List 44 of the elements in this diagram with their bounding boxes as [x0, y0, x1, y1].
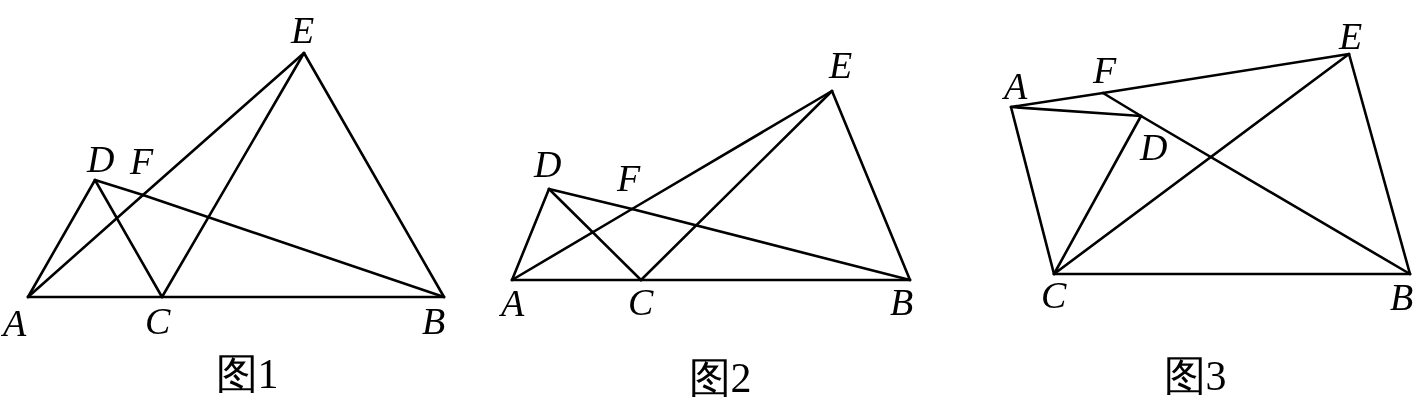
line-segment: [302, 51, 446, 299]
line-segment: [141, 193, 446, 299]
line-segment: [1009, 105, 1056, 276]
line-segment: [510, 187, 551, 282]
point-label: A: [501, 280, 527, 318]
line-segment: [630, 207, 912, 282]
line-segment: [639, 89, 834, 282]
line-segment: [1009, 91, 1105, 109]
point-label: F: [1093, 55, 1119, 93]
figure-caption: 图3: [1163, 354, 1227, 398]
point-label: D: [87, 144, 113, 180]
line-segment: [26, 178, 97, 299]
point-label: E: [291, 15, 317, 53]
point-label: F: [617, 163, 643, 209]
figure-caption: 图2: [688, 356, 752, 400]
line-segment: [160, 51, 306, 299]
point-label: A: [1004, 71, 1030, 107]
line-segment: [1052, 52, 1351, 276]
point-label: D: [534, 149, 560, 189]
point-label: B: [1390, 274, 1416, 312]
point-label: C: [145, 297, 171, 336]
line-segment: [510, 207, 634, 282]
line-segment: [547, 187, 643, 282]
point-label: A: [3, 297, 29, 338]
line-segment: [93, 178, 164, 299]
line-segment: [830, 89, 912, 282]
point-label: C: [1041, 274, 1067, 310]
line-segment: [1101, 91, 1143, 118]
line-segment: [1052, 272, 1412, 276]
line-segment: [93, 178, 145, 197]
point-label: C: [628, 280, 654, 317]
point-label: F: [130, 146, 156, 195]
point-label: E: [1339, 21, 1365, 54]
line-segment: [1052, 114, 1143, 276]
point-label: E: [829, 50, 855, 91]
point-label: D: [1140, 116, 1166, 162]
line-segment: [26, 193, 145, 299]
point-label: B: [890, 280, 916, 317]
line-segment: [547, 187, 634, 211]
line-segment: [1347, 52, 1412, 276]
line-segment: [630, 89, 834, 211]
figure-caption: 图1: [215, 352, 279, 396]
point-label: B: [422, 297, 448, 336]
line-segment: [26, 295, 164, 299]
